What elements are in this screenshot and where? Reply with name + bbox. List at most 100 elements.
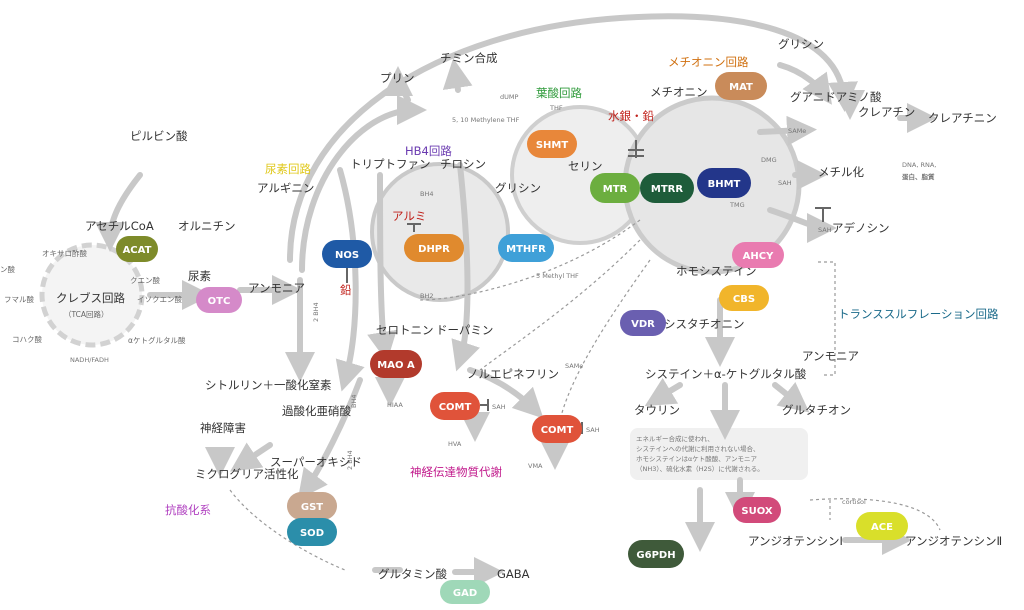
enzyme-mat-label: MAT [729, 82, 753, 93]
tryptophan-label: トリプトファン [350, 157, 431, 171]
enzyme-mao-a: MAO A [370, 350, 422, 378]
enzyme-mat: MAT [715, 72, 767, 100]
methylation-label: メチル化 [818, 165, 864, 179]
enzyme-nos: NOS [322, 240, 372, 268]
enzyme-gad: GAD [440, 580, 490, 604]
transsulfuration-label: トランススルフレーション回路 [838, 307, 999, 321]
enzyme-bhmt: BHMT [697, 168, 751, 198]
enzyme-ace: ACE [856, 512, 908, 540]
n-acid-partial-label: ン酸 [0, 264, 15, 274]
note-box [630, 428, 808, 480]
serine-label: セリン [568, 159, 603, 173]
note-line-3: ホモシステインはαケト酸酸、アンモニア [636, 454, 758, 463]
same-right-label: SAMe [788, 127, 806, 135]
homocysteine-label: ホモシステイン [676, 264, 757, 278]
enzyme-otc: OTC [196, 287, 242, 313]
glycine-mid-label: グリシン [495, 181, 541, 195]
protein-lipid-label: 蛋白、脂質 [902, 172, 935, 181]
hva-label: HVA [448, 440, 462, 448]
enzyme-mtrr-label: MTRR [651, 184, 683, 195]
glutamate-label: グルタミン酸 [378, 567, 447, 581]
enzyme-shmt: SHMT [527, 130, 577, 158]
enzyme-sod: SOD [287, 518, 337, 546]
enzyme-gst-label: GST [301, 502, 323, 513]
enzyme-ahcy-label: AHCY [743, 251, 774, 262]
enzyme-mtr-label: MTR [603, 184, 628, 195]
adenosine-label: アデノシン [832, 221, 890, 235]
guanidinoacetic-label: グアニドアミノ酸 [790, 90, 882, 104]
neurotransmitter-label: 神経伝達物質代謝 [410, 465, 502, 479]
tca-label: （TCA回路） [64, 309, 109, 319]
urea-cycle-label: 尿素回路 [265, 162, 311, 176]
bh4-inner-label: BH4 [420, 190, 433, 198]
noradrenaline-label: ノルエピネフリン [467, 367, 559, 381]
enzyme-otc-label: OTC [208, 296, 231, 307]
enzyme-comt-2: COMT [532, 415, 582, 443]
isocitric-label: イソクエン酸 [137, 294, 182, 304]
superoxide-label: スーパーオキシド [270, 455, 362, 469]
citrulline-no-label: シトルリン＋一酸化窒素 [205, 378, 332, 392]
lead-left-label: 鉛 [340, 283, 352, 297]
citric-label: クエン酸 [130, 275, 160, 285]
creatinine-label: クレアチニン [928, 111, 997, 125]
neuro-disorder-label: 神経障害 [200, 421, 246, 435]
methionine-cycle-label: メチオニン回路 [668, 55, 749, 69]
purine-label: プリン [380, 71, 415, 85]
methyl-thf-label: 5 Methyl THF [536, 272, 579, 280]
enzyme-vdr-label: VDR [631, 319, 655, 330]
enzyme-dhpr-label: DHPR [418, 244, 450, 255]
ammonia-right-label: アンモニア [802, 349, 859, 363]
dopamine-label: ドーパミン [436, 323, 493, 337]
enzyme-mtrr: MTRR [640, 173, 694, 203]
dashed-connectors [229, 219, 941, 571]
enzyme-mthfr-label: MTHFR [506, 244, 546, 255]
dump-label: dUMP [500, 93, 518, 101]
glutathione-label: グルタチオン [782, 403, 851, 417]
aluminum-label: アルミ [392, 209, 426, 223]
folate-cycle-label: 葉酸回路 [536, 86, 582, 100]
enzyme-nodes: ACAT OTC NOS DHPR MTHFR SHMT MTR MTRR [116, 72, 908, 604]
enzyme-g6pdh-label: G6PDH [636, 550, 675, 561]
bh2-inner-label: BH2 [420, 292, 433, 300]
same-mid-label: SAMe [565, 362, 583, 370]
angiotensin-1-label: アンジオテンシンⅠ [748, 534, 843, 548]
thf-label: THF [549, 104, 563, 112]
urea-label: 尿素 [188, 269, 211, 283]
bh4-b-label: BH4 [350, 395, 358, 408]
glycine-top-label: グリシン [778, 37, 824, 51]
cortisol-label: cortisol [842, 498, 866, 506]
arginine-label: アルギニン [257, 181, 314, 195]
enzyme-mtr: MTR [590, 173, 640, 203]
enzyme-suox-label: SUOX [741, 506, 772, 517]
sah-1-label: SAH [492, 403, 506, 411]
note-line-2: システインへの代謝に利用されない場合、 [636, 444, 760, 453]
creatine-label: クレアチン [858, 105, 915, 119]
note-line-4: （NH3）、硫化水素（H2S）に代謝される。 [636, 464, 764, 473]
enzyme-bhmt-label: BHMT [708, 179, 741, 190]
enzyme-sod-label: SOD [300, 528, 324, 539]
succinic-label: コハク酸 [12, 334, 42, 344]
note-line-1: エネルギー合成に使われ、 [636, 434, 714, 443]
gaba-label: GABA [497, 567, 530, 581]
enzyme-acat: ACAT [116, 236, 158, 262]
enzyme-cbs: CBS [719, 285, 769, 311]
bh4-a-label: 2 BH4 [312, 302, 320, 322]
bh4-c-label: 2 BH4 [346, 450, 354, 470]
enzyme-g6pdh: G6PDH [628, 540, 684, 568]
dmg-label: DMG [761, 156, 777, 164]
fumaric-label: フマル酸 [4, 294, 34, 304]
angiotensin-2-label: アンジオテンシンⅡ [905, 534, 1002, 548]
enzyme-acat-label: ACAT [123, 245, 152, 256]
sah-under-label: SAH [818, 226, 832, 234]
enzyme-mthfr: MTHFR [498, 234, 554, 262]
tyrosine-label: チロシン [440, 157, 486, 171]
enzyme-suox: SUOX [733, 497, 781, 523]
vma-label: VMA [528, 462, 543, 470]
peroxynitrite-label: 過酸化亜硝酸 [282, 404, 351, 418]
enzyme-gad-label: GAD [453, 588, 477, 599]
mercury-lead-label: 水銀・鉛 [608, 109, 654, 123]
krebs-label: クレブス回路 [56, 291, 125, 305]
enzyme-shmt-label: SHMT [536, 140, 569, 151]
cysteine-kg-label: システイン＋α-ケトグルタル酸 [645, 367, 807, 381]
ornithine-label: オルニチン [178, 219, 236, 233]
